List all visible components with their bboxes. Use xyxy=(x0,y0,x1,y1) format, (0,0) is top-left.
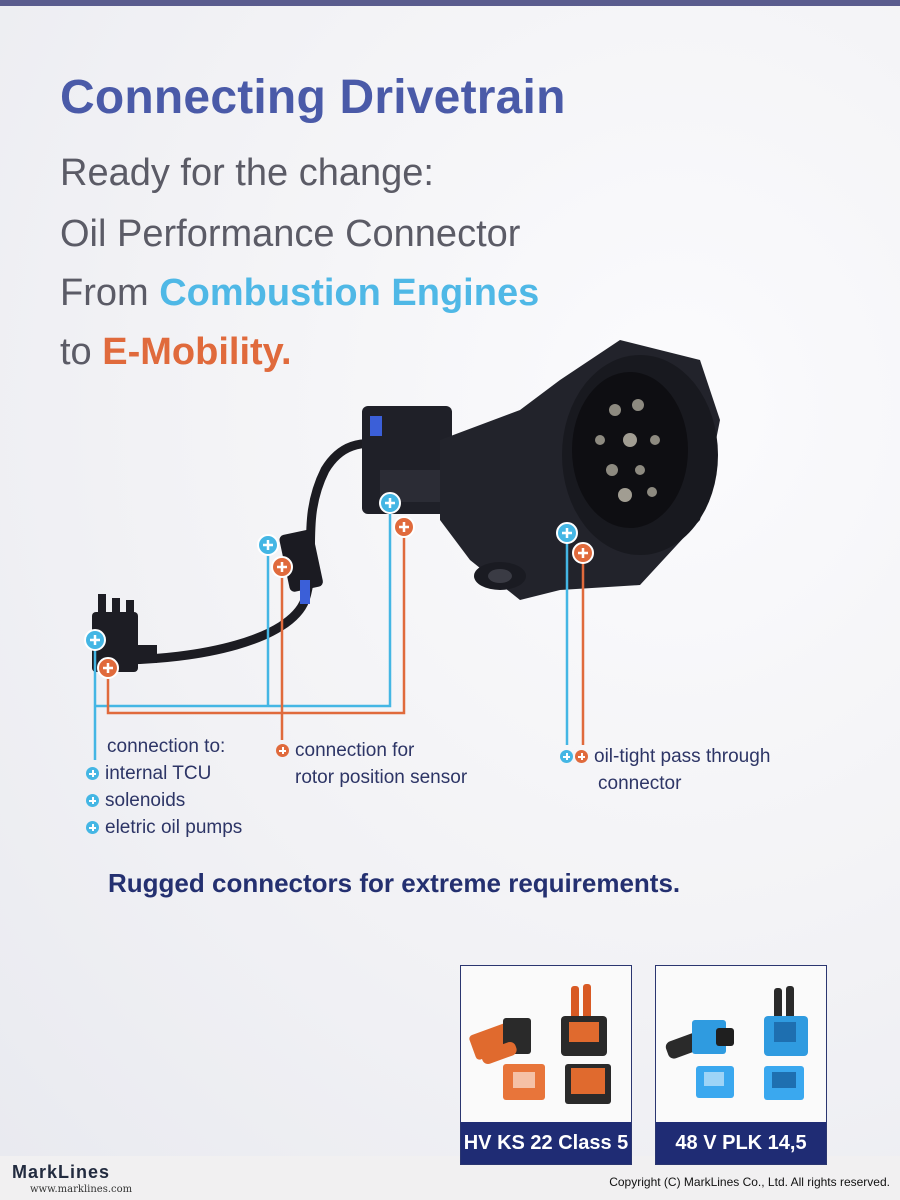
plus-icon xyxy=(86,767,99,780)
caption-left: connection to: internal TCU solenoids el… xyxy=(86,733,242,841)
caption-right: oil-tight pass through connector xyxy=(560,743,770,797)
plus-badge-blue-3 xyxy=(379,492,401,514)
marklines-url: www.marklines.com xyxy=(30,1184,133,1195)
plus-badge-orange-3 xyxy=(393,516,415,538)
caption-right-line1: oil-tight pass through xyxy=(594,746,771,767)
e-mobility-highlight: E-Mobility. xyxy=(102,331,292,373)
small-connector-left xyxy=(92,594,157,672)
upper-connector-block xyxy=(362,406,452,514)
plus-icon xyxy=(86,794,99,807)
48v-connectors-image xyxy=(665,986,808,1100)
caption-item-oil-pumps: eletric oil pumps xyxy=(105,817,243,838)
line3-prefix: From xyxy=(60,272,160,314)
plus-badge-blue-4 xyxy=(556,522,578,544)
marklines-logo: MarkLines xyxy=(12,1162,111,1182)
rugged-tagline: Rugged connectors for extreme requiremen… xyxy=(108,868,681,898)
harness-cable xyxy=(110,438,395,665)
plus-icon xyxy=(86,821,99,834)
hv-connectors-image xyxy=(469,984,611,1104)
subtitle-line-3: From Combustion Engines xyxy=(60,272,539,315)
hv-product-label: HV KS 22 Class 5 xyxy=(461,1122,631,1164)
top-border xyxy=(0,0,900,6)
caption-right-line2: connector xyxy=(598,773,682,794)
leader-blue-harness xyxy=(95,503,392,708)
subtitle-line-2: Oil Performance Connector xyxy=(60,213,521,255)
inline-connector-mid xyxy=(279,529,323,604)
48v-product-label: 48 V PLK 14,5 xyxy=(656,1122,826,1164)
round-socket xyxy=(562,355,718,555)
plus-icon xyxy=(575,750,588,763)
caption-middle-line1: connection for xyxy=(295,740,415,761)
plus-icon xyxy=(560,750,573,763)
plus-badge-orange-1 xyxy=(97,657,119,679)
combustion-engines-highlight: Combustion Engines xyxy=(159,272,540,314)
poster-background xyxy=(0,6,900,1156)
plus-badge-blue-2 xyxy=(257,534,279,556)
caption-item-solenoids: solenoids xyxy=(105,790,186,811)
copyright-notice: Copyright (C) MarkLines Co., Ltd. All ri… xyxy=(609,1175,890,1189)
caption-left-heading: connection to: xyxy=(107,736,226,757)
plus-badge-orange-4 xyxy=(572,542,594,564)
plus-badge-blue-1 xyxy=(84,629,106,651)
leader-orange-harness xyxy=(106,527,406,740)
subtitle-line-1: Ready for the change: xyxy=(60,152,434,194)
subtitle-line-4: to E-Mobility. xyxy=(60,331,292,374)
line4-prefix: to xyxy=(60,331,103,373)
plus-icon xyxy=(276,744,289,757)
plus-badge-orange-2 xyxy=(271,556,293,578)
caption-middle: connection for rotor position sensor xyxy=(276,737,467,791)
poster-title: Connecting Drivetrain xyxy=(60,71,566,124)
product-card-hv: HV KS 22 Class 5 xyxy=(460,965,632,1165)
product-card-48v: 48 V PLK 14,5 xyxy=(655,965,827,1165)
caption-middle-line2: rotor position sensor xyxy=(295,767,468,788)
caption-item-tcu: internal TCU xyxy=(105,763,212,784)
